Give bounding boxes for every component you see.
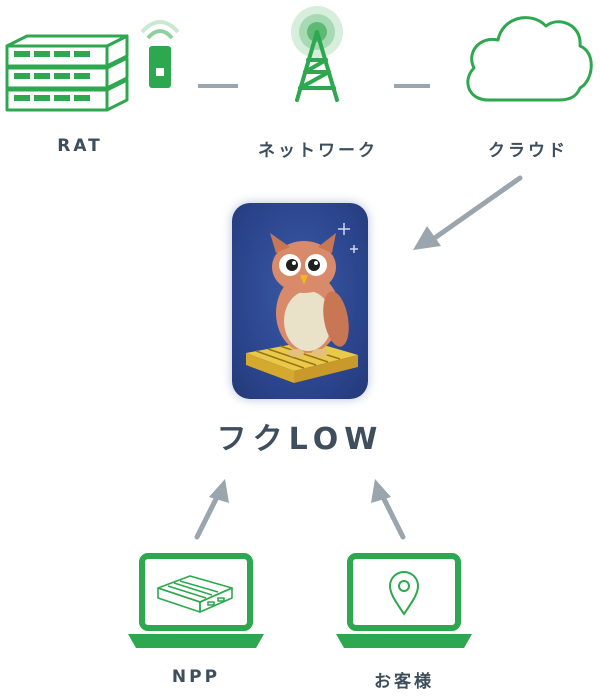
connector-line xyxy=(394,84,430,88)
customer-label: お客様 xyxy=(374,672,434,692)
network-node xyxy=(272,4,362,114)
cloud-icon xyxy=(466,16,593,102)
antenna-tower-icon xyxy=(291,6,343,102)
arrow-cloud-to-center xyxy=(413,175,523,250)
network-label: ネットワーク xyxy=(258,141,378,161)
laptop-router-icon xyxy=(128,553,264,648)
laptop-location-icon xyxy=(336,553,472,648)
connector-line xyxy=(198,84,238,88)
arrow-customer-to-center xyxy=(371,479,406,540)
rat-node xyxy=(2,12,202,122)
server-rack-icon xyxy=(5,20,180,112)
npp-node xyxy=(128,552,264,652)
arrow-npp-to-center xyxy=(194,479,229,540)
npp-label: NPP xyxy=(171,667,221,687)
wireless-device-icon xyxy=(140,20,180,88)
cloud-node xyxy=(458,8,598,108)
rat-label: RAT xyxy=(57,136,103,156)
center-title: フクLOW xyxy=(216,422,384,457)
cloud-label: クラウド xyxy=(488,141,568,161)
customer-node xyxy=(336,552,472,652)
owl-logo-icon xyxy=(246,223,358,383)
owl-logo xyxy=(232,203,368,399)
